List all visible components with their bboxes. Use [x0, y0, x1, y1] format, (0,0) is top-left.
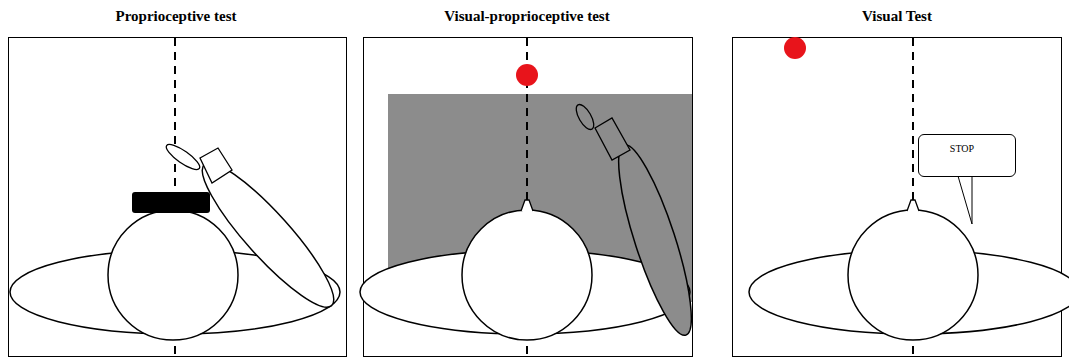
- panel-title: Visual-proprioceptive test: [444, 8, 609, 25]
- visual-proprioceptive-panel: [360, 38, 705, 357]
- visual-panel: [733, 37, 1069, 357]
- speech-text: STOP: [950, 143, 1015, 154]
- proprioceptive-panel: [9, 38, 348, 357]
- panel-title: Visual Test: [862, 8, 932, 25]
- panel-title: Proprioceptive test: [116, 8, 237, 25]
- speech-bubble: STOP: [918, 134, 1016, 177]
